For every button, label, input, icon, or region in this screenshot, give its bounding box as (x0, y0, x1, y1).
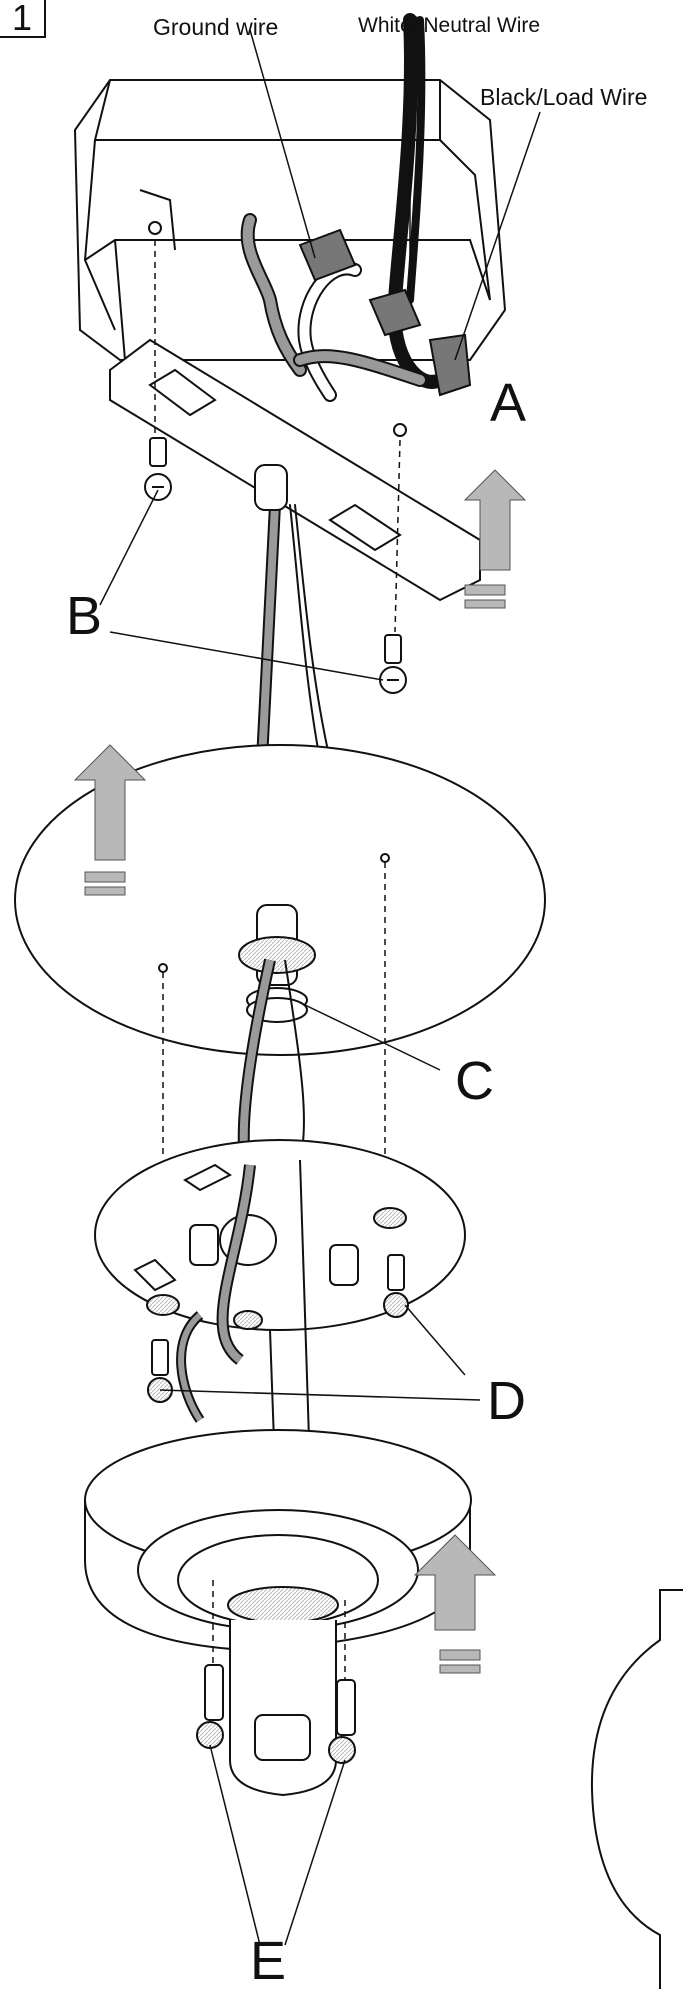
screw-d-left (147, 1339, 173, 1403)
wire-connectors (298, 228, 472, 397)
step-number: 1 (11, 0, 33, 38)
arrow-up-right (463, 469, 527, 609)
screw-b-left (144, 437, 172, 501)
step-number-box: 1 (0, 0, 46, 38)
label-ground-wire: Ground wire (153, 14, 279, 40)
arrow-up-lower (413, 1534, 497, 1674)
screw-b-right (379, 634, 407, 694)
screw-e-left (196, 1664, 224, 1749)
wire-grommet (254, 464, 288, 511)
globe-partial (590, 1589, 683, 1989)
screw-e-right (328, 1679, 356, 1764)
mounting-strap (109, 338, 481, 602)
label-load-wire: Black/Load Wire (480, 84, 648, 110)
drop-wires (256, 499, 331, 766)
label-e: E (250, 1931, 287, 1991)
arrow-up-left (73, 744, 147, 896)
bracket-lockwashers (146, 1207, 407, 1330)
label-a: A (490, 373, 527, 433)
bracket-wires (176, 1159, 311, 1471)
screw-d-right (383, 1254, 409, 1318)
label-b: B (66, 586, 103, 646)
label-neutral-wire: White/ Neutral Wire (358, 14, 541, 37)
lamp-base (84, 1429, 472, 1652)
socket (227, 1586, 339, 1797)
canopy (14, 744, 546, 1056)
leader-lines (99, 28, 541, 1946)
label-d: D (487, 1371, 526, 1431)
label-c: C (455, 1051, 494, 1111)
